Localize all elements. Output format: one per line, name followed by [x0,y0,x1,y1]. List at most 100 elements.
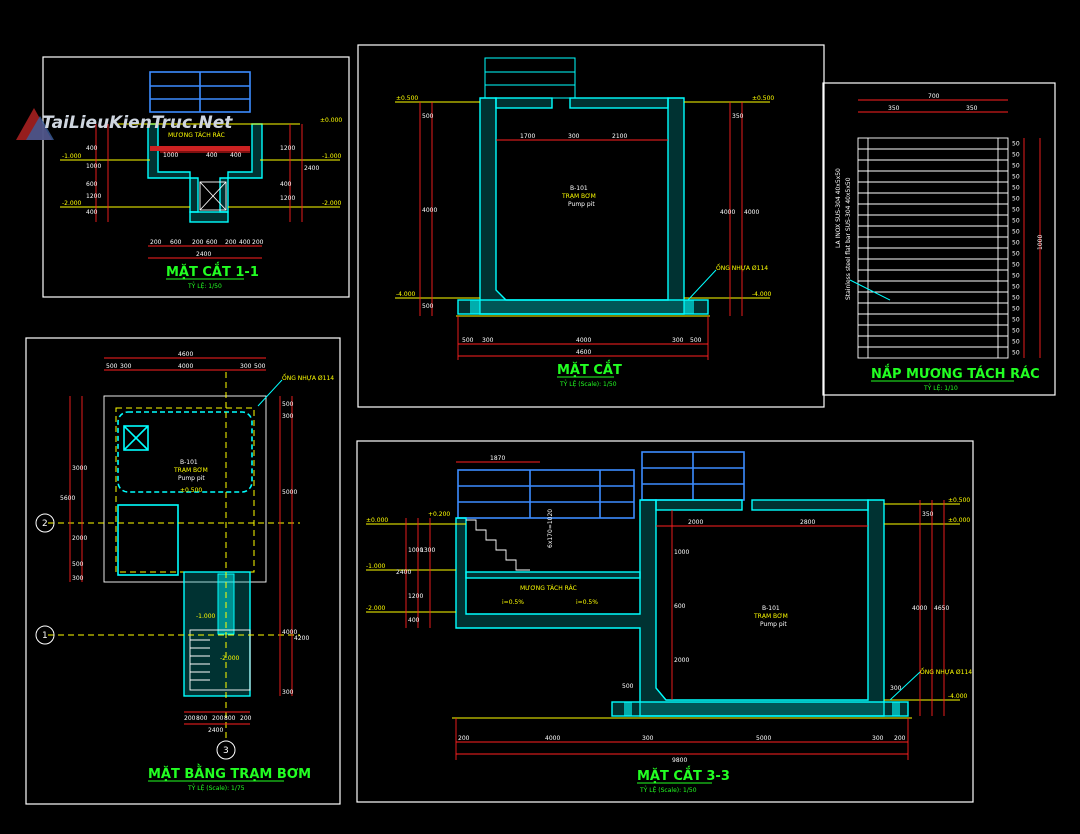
dim: 200 [225,239,237,246]
room-name: TRẠM BƠM [753,613,788,620]
pitch-dim: 50 [1012,295,1020,302]
dim: 200 [150,239,162,246]
level-mark: ±0.000 [948,517,970,524]
dim: 300 [282,413,294,420]
room-code: B-101 [180,459,198,466]
dim: 400 [86,209,98,216]
pitch-dim: 50 [1012,251,1020,258]
panel-plan: 2 1 3 4600 500 300 4000 300 500 3000 560… [25,337,341,805]
level-mark: -2.000 [62,200,82,207]
axis-bubble-1: 1 [35,625,55,645]
dim: 1200 [408,593,423,600]
pitch-dim: 50 [1012,229,1020,236]
dim: 300 [120,363,132,370]
panel5-frame [356,440,974,803]
channel-label: MƯƠNG TÁCH RÁC [520,585,577,592]
dim-total: 9800 [672,757,687,764]
dim: 500 [106,363,118,370]
dim: 1000 [408,547,423,554]
level-mark: -1.000 [366,563,386,570]
level-mark: ±0.500 [752,95,774,102]
dim: 400 [230,152,242,159]
pitch-dim: 50 [1012,218,1020,225]
level-mark: -2.000 [322,200,342,207]
pitch-dim: 50 [1012,152,1020,159]
dim: 200 [184,715,196,722]
dim: 300 [568,133,580,140]
dim: 350 [888,105,900,112]
dim: 3000 [72,465,87,472]
dim: 400 [280,181,292,188]
dim: 300 [672,337,684,344]
pitch-dim: 50 [1012,207,1020,214]
dim: 200 [192,239,204,246]
panel5-scale: TỶ LỆ (Scale): 1/50 [639,786,697,794]
slope-label: i=0.5% [576,599,598,606]
dim-total: 4600 [178,351,193,358]
dim: 2000 [72,535,87,542]
dim: 1200 [280,195,295,202]
wall-bottom [189,211,229,223]
dim: 1000 [674,549,689,556]
level-mark: ±0.500 [948,497,970,504]
panel1-title: MẶT CẮT 1-1 [166,263,259,280]
pitch-dim: 50 [1012,163,1020,170]
pitch-dim: 50 [1012,350,1020,357]
dim: 2400 [304,165,319,172]
level-mark: -1.000 [196,613,216,620]
level-mark: -4.000 [752,291,772,298]
room-name: TRẠM BƠM [561,193,596,200]
dim: 4000 [744,209,759,216]
stair-label: 6x170=1020 [547,509,554,548]
slab-right [569,97,669,109]
dim: 300 [890,685,902,692]
dim: 1870 [490,455,505,462]
dim: 200 [458,735,470,742]
level-mark: -2.000 [366,605,386,612]
dim: 1300 [420,547,435,554]
panel3-frame [822,82,1056,396]
pitch-dim: 50 [1012,141,1020,148]
dim: 500 [422,113,434,120]
dim: 2100 [612,133,627,140]
axis-bubble-3: 3 [216,740,236,760]
dim: 500 [422,303,434,310]
pipe-label: ỐNG NHỰA Ø114 [282,374,334,382]
dim: 350 [922,511,934,518]
dim: 2800 [800,519,815,526]
dim: 1200 [86,193,101,200]
watermark-text: TaiLieuKienTruc.Net [42,113,233,133]
pitch-dim: 50 [1012,317,1020,324]
material-label-en: Stainless steel flat bar SUS-304 40x5x50 [845,177,852,300]
dim: 200 [252,239,264,246]
dim: 300 [482,337,494,344]
axis-label: 2 [42,519,48,529]
panel3-title: NẮP MƯƠNG TÁCH RÁC [871,365,1040,382]
dim: 400 [408,617,420,624]
panel2-scale: TỶ LỆ (Scale): 1/50 [559,380,617,388]
panel-grating-cover: 700 350 350 1000 50505050505050505050505… [822,82,1056,396]
dim: 500 [690,337,702,344]
base-slab [457,299,709,315]
grating-floor [465,571,641,579]
dim: 500 [282,401,294,408]
dim-total: 4600 [576,349,591,356]
level-mark: ±0.000 [366,517,388,524]
slab-right [751,499,869,511]
dim: 1200 [280,145,295,152]
pipe-label: ỐNG NHỰA Ø114 [716,264,768,272]
level-mark: -4.000 [396,291,416,298]
dim: 300 [642,735,654,742]
dim: 500 [254,363,266,370]
level-mark: ±0.000 [320,117,342,124]
room-name-en: Pump pit [568,201,595,208]
dim: 500 [462,337,474,344]
dim: 300 [240,363,252,370]
room-name-en: Pump pit [178,475,205,482]
watermark: TaiLieuKienTruc.Net [16,108,233,140]
channel-label: MƯƠNG TÁCH RÁC [168,132,225,139]
panel5-title: MẶT CẮT 3-3 [637,767,730,784]
dim: 300 [282,689,294,696]
room-code: B-101 [762,605,780,612]
